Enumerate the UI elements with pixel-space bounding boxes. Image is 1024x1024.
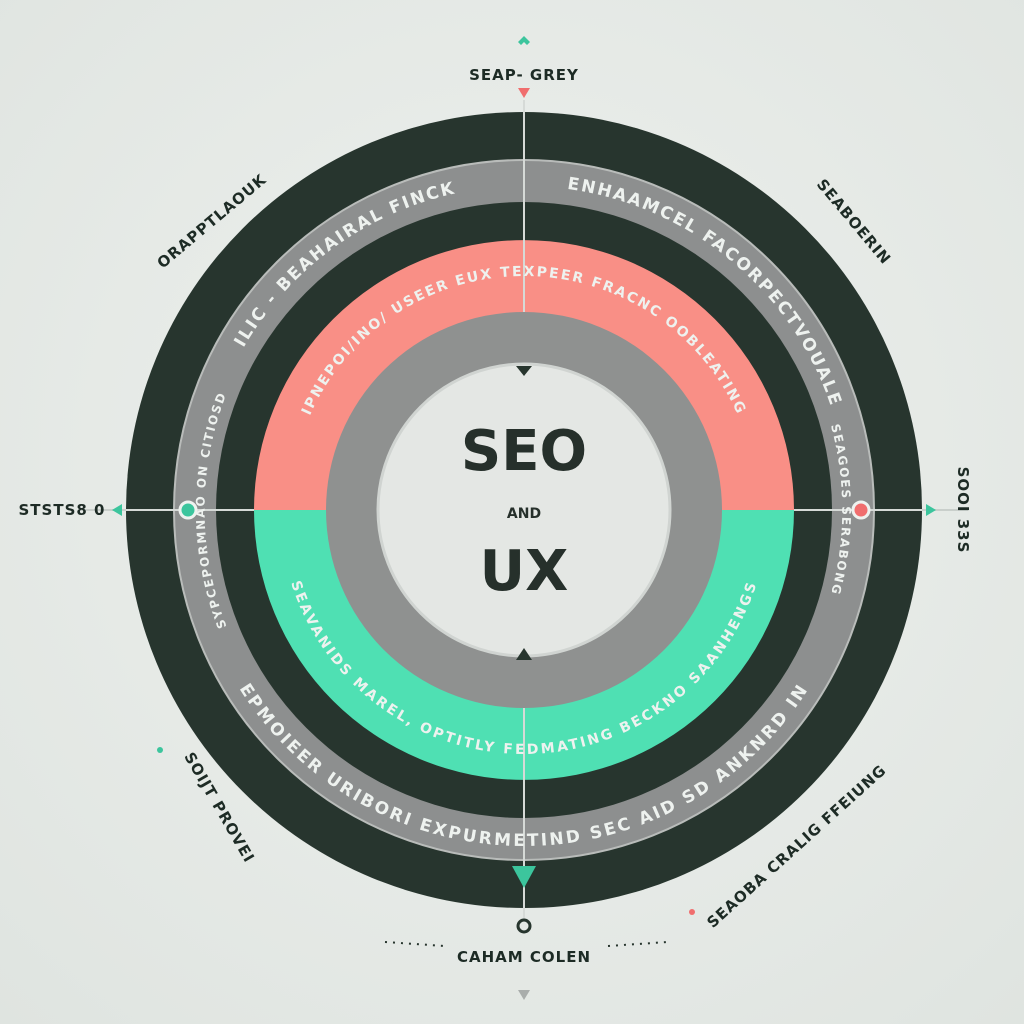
- bottom-node-icon: [516, 918, 532, 934]
- bottom-dotted-line-left: [384, 941, 446, 947]
- inner-top-triangle-icon: [516, 366, 532, 376]
- center-title-seo: SEO: [461, 419, 587, 484]
- label-left: STSTS8 0: [19, 501, 106, 519]
- center-connector-and: AND: [507, 506, 541, 522]
- inner-bottom-triangle-icon: [516, 648, 532, 660]
- center-title-ux: UX: [480, 539, 569, 604]
- right-arrow-icon: [926, 504, 936, 516]
- bottom-left-dot-icon: [157, 747, 163, 753]
- label-bottom: CAHAM COLEN: [457, 948, 591, 966]
- bottom-dotted-line-right: [607, 941, 669, 947]
- label-right: SOOI 33S: [954, 467, 972, 554]
- label-top: SEAP- GREY: [469, 66, 579, 84]
- left-arrow-icon: [112, 504, 122, 516]
- bottom-small-chevron-icon: [518, 990, 530, 1000]
- left-node-icon: [178, 500, 198, 520]
- bottom-chevron-icon: [512, 866, 536, 888]
- bottom-right-dot-icon: [689, 909, 695, 915]
- top-chevron-icon: [518, 36, 530, 45]
- right-node-icon: [851, 500, 871, 520]
- top-triangle-icon: [518, 88, 530, 98]
